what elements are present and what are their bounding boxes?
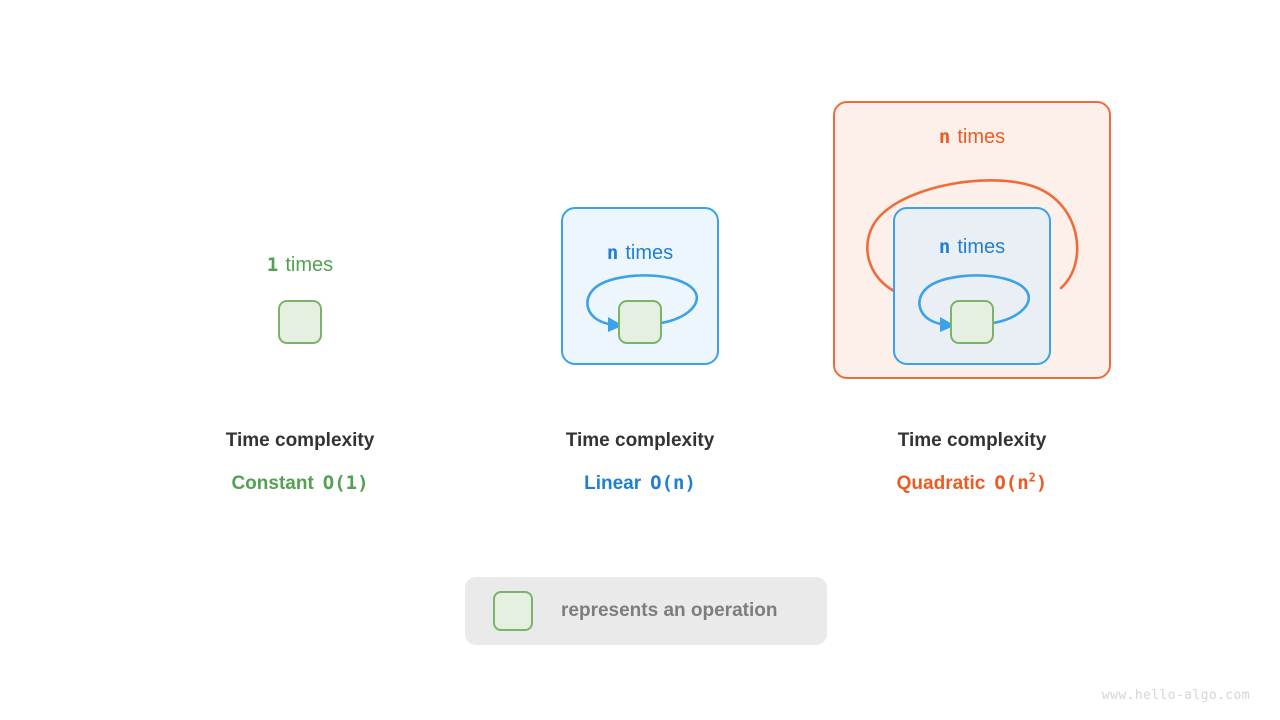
label-quadratic: Time complexity Quadratic O(n2): [852, 431, 1092, 493]
linear-times-count: n: [606, 242, 619, 264]
page-title-constant: Time complexity: [225, 430, 375, 451]
complexity-bigo-constant: O(1): [322, 472, 369, 494]
column-constant: 1 times: [180, 240, 420, 380]
constant-times-count: 1: [266, 254, 279, 276]
watermark: www.hello-algo.com: [1101, 688, 1250, 703]
quadratic-outer-times-word: times: [957, 126, 1006, 148]
operation-square-icon: [278, 300, 322, 344]
quadratic-inner-times-count: n: [938, 236, 951, 258]
complexity-bigo-quadratic: O(n2): [994, 472, 1047, 494]
page-title-linear: Time complexity: [565, 430, 715, 451]
operation-square-icon: [950, 300, 994, 344]
complexity-bigo-base-quadratic: O(n: [994, 472, 1029, 494]
complexity-quadratic: Quadratic O(n2): [852, 472, 1092, 494]
complexity-linear: Linear O(n): [520, 472, 760, 494]
complexity-bigo-linear: O(n): [650, 472, 696, 494]
linear-loop-arrow-icon: [586, 274, 699, 332]
complexity-name-constant: Constant: [231, 473, 314, 494]
label-constant: Time complexity Constant O(1): [180, 431, 420, 493]
complexity-constant: Constant O(1): [180, 472, 420, 494]
complexity-name-linear: Linear: [584, 473, 642, 494]
legend-label: represents an operation: [561, 600, 778, 621]
constant-times-caption: 1 times: [180, 255, 420, 275]
label-linear: Time complexity Linear O(n): [520, 431, 760, 493]
constant-times-word: times: [285, 254, 334, 276]
quadratic-inner-loop-arrow-icon: [918, 274, 1031, 332]
quadratic-inner-times-word: times: [957, 236, 1006, 258]
complexity-name-quadratic: Quadratic: [896, 473, 986, 494]
legend: represents an operation: [465, 577, 827, 645]
operation-square-icon: [618, 300, 662, 344]
complexity-bigo-exponent-quadratic: 2: [1028, 470, 1036, 485]
operation-square-icon: [493, 591, 533, 631]
linear-times-word: times: [625, 242, 674, 264]
complexity-bigo-close-quadratic: ): [1035, 472, 1048, 494]
quadratic-outer-times-count: n: [938, 126, 951, 148]
page-title-quadratic: Time complexity: [897, 430, 1047, 451]
